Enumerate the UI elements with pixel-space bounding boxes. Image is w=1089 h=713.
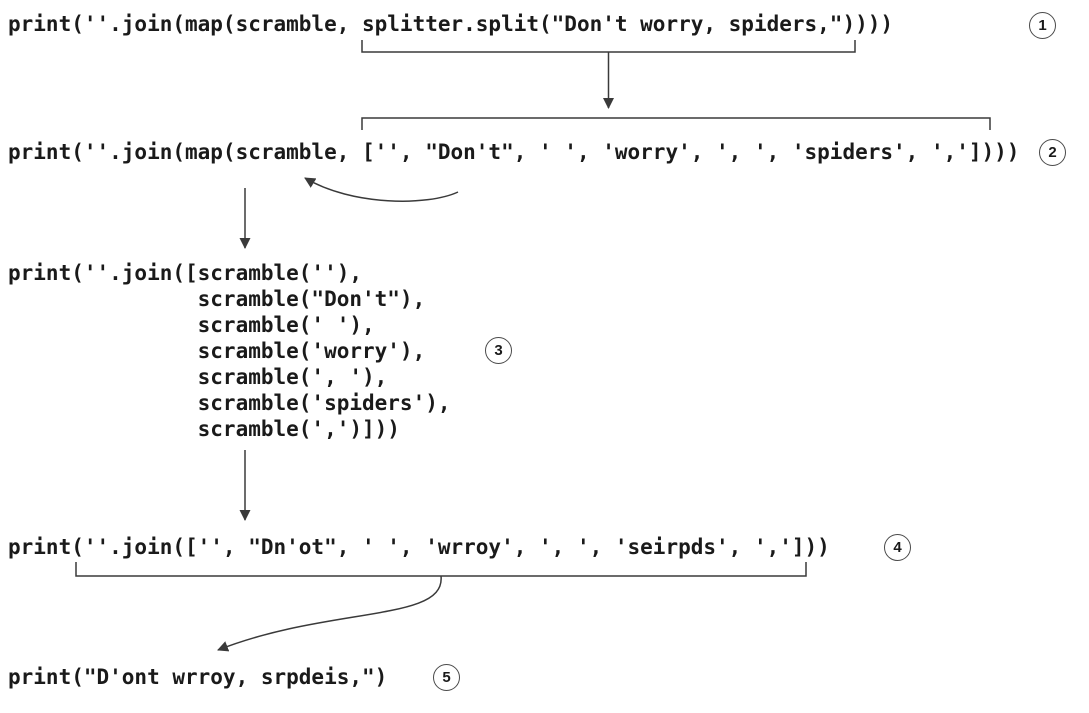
step-4-badge: 4 bbox=[884, 534, 911, 561]
step-3-badge: 3 bbox=[485, 337, 512, 364]
arrow-step4-to-step5-icon bbox=[217, 575, 442, 652]
step-5-badge: 5 bbox=[433, 664, 460, 691]
step-4-code: print(''.join(['', "Dn'ot", ' ', 'wrroy'… bbox=[8, 535, 830, 559]
step-3-code: print(''.join([scramble(''), scramble("D… bbox=[8, 261, 451, 441]
step-2-code: print(''.join(map(scramble, ['', "Don't"… bbox=[8, 140, 1020, 164]
bracket-under-step1-split-call bbox=[361, 40, 856, 53]
arrow-list-to-scramble-icon bbox=[304, 177, 459, 202]
step-5-code: print("D'ont wrroy, srpdeis,") bbox=[8, 665, 388, 689]
bracket-over-step2-list bbox=[361, 117, 991, 130]
step-1-badge: 1 bbox=[1029, 12, 1056, 39]
step-1-code: print(''.join(map(scramble, splitter.spl… bbox=[8, 12, 894, 36]
step-2-badge: 2 bbox=[1039, 139, 1066, 166]
bracket-under-step4-join-call bbox=[75, 562, 807, 577]
